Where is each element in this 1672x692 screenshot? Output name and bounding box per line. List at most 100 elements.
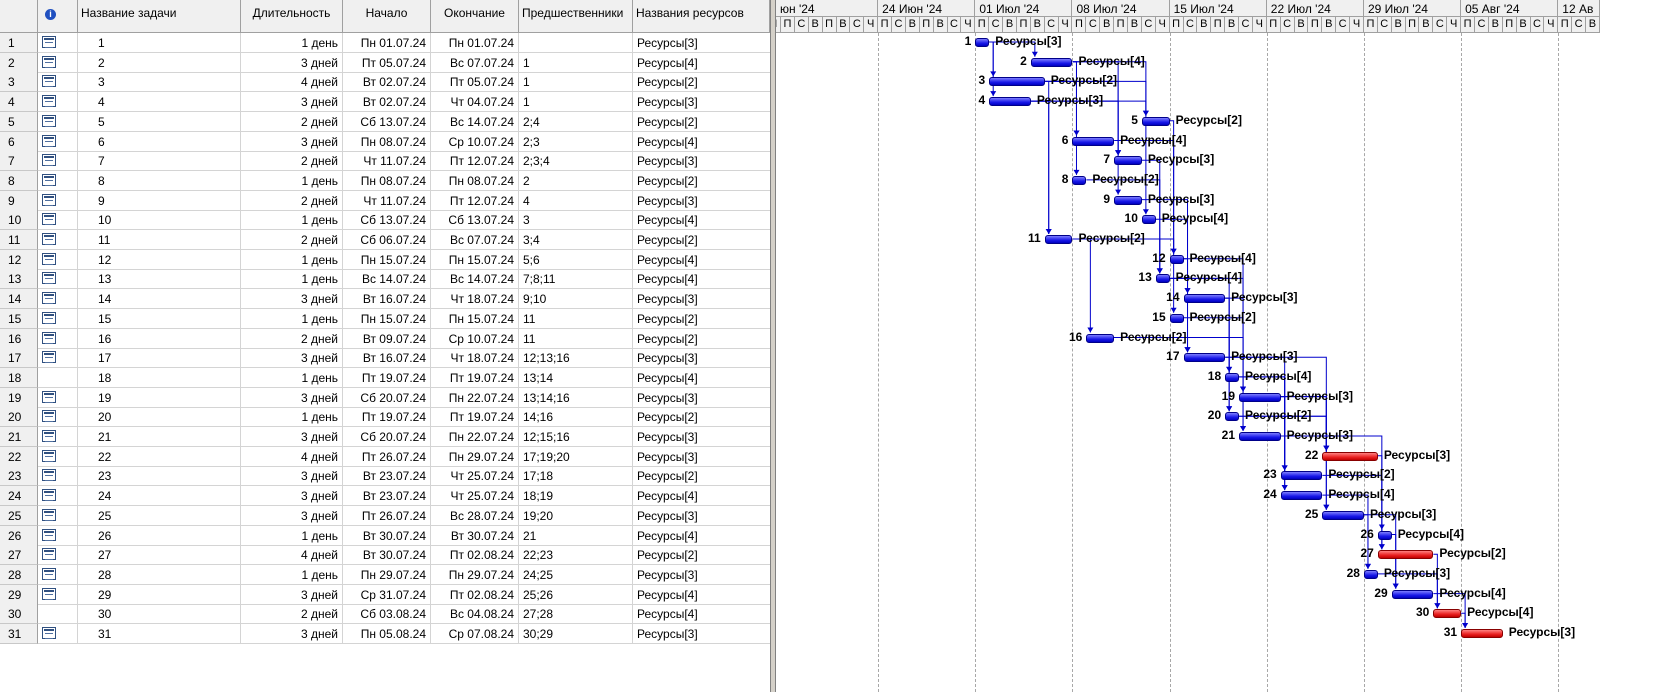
row-number[interactable]: 13 <box>0 269 38 290</box>
duration-cell[interactable]: 2 дней <box>241 328 343 348</box>
resources-cell[interactable]: Ресурсы[4] <box>637 587 698 602</box>
task-name-cell[interactable]: 25 <box>78 505 241 525</box>
finish-cell[interactable]: Ср 10.07.24 <box>431 328 519 348</box>
start-cell[interactable]: Вт 02.07.24 <box>343 92 431 112</box>
resources-cell[interactable]: Ресурсы[2] <box>637 469 698 484</box>
task-name-cell[interactable]: 14 <box>78 289 241 309</box>
task-name-cell[interactable]: 12 <box>78 249 241 269</box>
resources-cell[interactable]: Ресурсы[2] <box>637 410 698 425</box>
resources-cell[interactable]: Ресурсы[2] <box>637 75 698 90</box>
task-bar[interactable] <box>1280 491 1323 501</box>
column-header-predecessors[interactable]: Предшественники <box>519 0 633 33</box>
resources-cell[interactable]: Ресурсы[3] <box>637 567 698 582</box>
row-number[interactable]: 20 <box>0 407 38 428</box>
row-number[interactable]: 29 <box>0 584 38 605</box>
finish-cell[interactable]: Пт 05.07.24 <box>431 72 519 92</box>
task-name-cell[interactable]: 3 <box>78 72 241 92</box>
row-number[interactable]: 10 <box>0 210 38 231</box>
resources-cell[interactable]: Ресурсы[3] <box>637 36 698 50</box>
task-name-cell[interactable]: 27 <box>78 545 241 565</box>
finish-cell[interactable]: Пт 02.08.24 <box>431 545 519 565</box>
duration-cell[interactable]: 1 день <box>241 249 343 269</box>
row-number[interactable]: 18 <box>0 367 38 388</box>
start-cell[interactable]: Пт 19.07.24 <box>343 367 431 387</box>
task-name-cell[interactable]: 13 <box>78 269 241 289</box>
duration-cell[interactable]: 1 день <box>241 564 343 584</box>
predecessors-cell[interactable]: 21 <box>519 525 633 545</box>
resources-cell[interactable]: Ресурсы[3] <box>637 292 698 307</box>
duration-cell[interactable]: 3 дней <box>241 505 343 525</box>
predecessors-cell[interactable]: 4 <box>519 190 633 210</box>
resources-cell[interactable]: Ресурсы[4] <box>637 252 698 267</box>
row-number[interactable]: 19 <box>0 387 38 408</box>
task-bar[interactable] <box>1239 432 1281 441</box>
duration-cell[interactable]: 3 дней <box>241 289 343 309</box>
predecessors-cell[interactable]: 2;3 <box>519 131 633 151</box>
duration-cell[interactable]: 1 день <box>241 33 343 52</box>
task-name-cell[interactable]: 5 <box>78 111 241 131</box>
start-cell[interactable]: Пн 08.07.24 <box>343 170 431 190</box>
start-cell[interactable]: Вт 30.07.24 <box>343 545 431 565</box>
start-cell[interactable]: Сб 06.07.24 <box>343 230 431 249</box>
row-number[interactable]: 27 <box>0 545 38 566</box>
start-cell[interactable]: Пн 29.07.24 <box>343 564 431 584</box>
start-cell[interactable]: Пт 26.07.24 <box>343 505 431 525</box>
duration-cell[interactable]: 3 дней <box>241 92 343 112</box>
task-name-cell[interactable]: 18 <box>78 367 241 387</box>
duration-cell[interactable]: 3 дней <box>241 486 343 506</box>
finish-cell[interactable]: Чт 25.07.24 <box>431 486 519 506</box>
finish-cell[interactable]: Вс 28.07.24 <box>431 505 519 525</box>
finish-cell[interactable]: Пн 01.07.24 <box>431 33 519 52</box>
resources-cell[interactable]: Ресурсы[2] <box>637 311 698 326</box>
task-name-cell[interactable]: 19 <box>78 387 241 407</box>
task-name-cell[interactable]: 26 <box>78 525 241 545</box>
row-number[interactable]: 31 <box>0 624 38 644</box>
predecessors-cell[interactable]: 7;8;11 <box>519 269 633 289</box>
task-name-cell[interactable]: 20 <box>78 407 241 427</box>
duration-cell[interactable]: 3 дней <box>241 584 343 604</box>
finish-cell[interactable]: Пн 22.07.24 <box>431 387 519 407</box>
resources-cell[interactable]: Ресурсы[2] <box>637 114 698 129</box>
row-number[interactable]: 4 <box>0 92 38 113</box>
task-name-cell[interactable]: 24 <box>78 486 241 506</box>
task-bar[interactable] <box>1141 215 1156 225</box>
task-bar[interactable] <box>1030 57 1073 67</box>
finish-cell[interactable]: Чт 18.07.24 <box>431 348 519 368</box>
task-bar[interactable] <box>1072 136 1115 146</box>
task-name-cell[interactable]: 30 <box>78 604 241 624</box>
finish-cell[interactable]: Пн 08.07.24 <box>431 170 519 190</box>
task-bar[interactable] <box>1183 353 1226 363</box>
task-bar[interactable] <box>1169 313 1184 323</box>
task-bar[interactable] <box>1225 412 1240 422</box>
start-cell[interactable]: Вт 23.07.24 <box>343 486 431 506</box>
row-number[interactable]: 9 <box>0 190 38 211</box>
predecessors-cell[interactable]: 13;14 <box>519 367 633 387</box>
task-name-cell[interactable]: 23 <box>78 466 241 486</box>
duration-cell[interactable]: 1 день <box>241 210 343 230</box>
finish-cell[interactable]: Пт 12.07.24 <box>431 190 519 210</box>
task-name-cell[interactable]: 6 <box>78 131 241 151</box>
predecessors-cell[interactable]: 30;29 <box>519 624 633 643</box>
task-name-cell[interactable]: 1 <box>78 33 241 52</box>
start-cell[interactable]: Сб 03.08.24 <box>343 604 431 624</box>
row-number[interactable]: 28 <box>0 564 38 585</box>
task-name-cell[interactable]: 10 <box>78 210 241 230</box>
duration-cell[interactable]: 3 дней <box>241 52 343 72</box>
finish-cell[interactable]: Пт 19.07.24 <box>431 367 519 387</box>
predecessors-cell[interactable]: 19;20 <box>519 505 633 525</box>
duration-cell[interactable]: 1 день <box>241 269 343 289</box>
row-number[interactable]: 6 <box>0 131 38 152</box>
